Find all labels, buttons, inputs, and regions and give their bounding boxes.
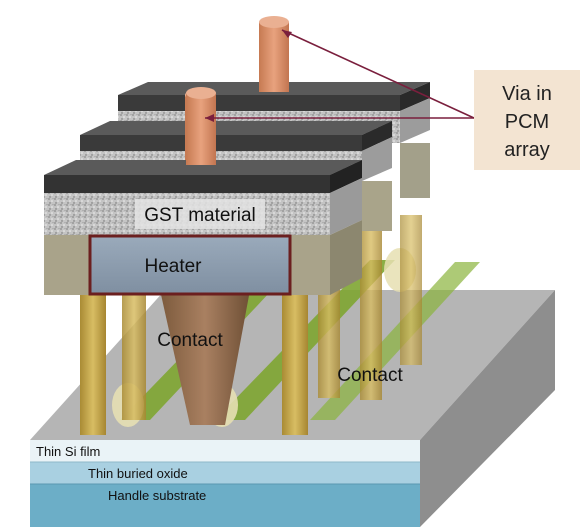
center-contact: [160, 290, 250, 425]
contact-pillar: [80, 280, 106, 435]
thin-si-film-label: Thin Si film: [36, 444, 100, 459]
gst-material-label: GST material: [144, 205, 256, 226]
heater-label: Heater: [144, 256, 202, 277]
gst-label-bg: [135, 199, 265, 229]
handle-substrate-layer: [30, 484, 420, 527]
cap-layer: [44, 175, 330, 193]
contact-pillars-front: [80, 280, 308, 435]
via-callout-box: [474, 70, 580, 170]
thin-buried-oxide-layer: [30, 462, 420, 484]
via-callout-line-2: PCM: [505, 111, 549, 133]
heater-block: [88, 234, 292, 296]
thin-si-film-layer: [30, 440, 420, 462]
handle-substrate-label: Handle substrate: [108, 488, 206, 503]
thin-buried-oxide-label: Thin buried oxide: [88, 466, 188, 481]
via-callout-line-3: array: [504, 139, 550, 161]
contact-pillar: [282, 285, 308, 435]
contact-pillar: [122, 280, 146, 420]
contact-right-label: Contact: [337, 365, 403, 386]
substrate-side-face: [420, 290, 555, 527]
contact-center-label: Contact: [157, 330, 223, 351]
via-back: [259, 16, 289, 92]
via-callout-line-1: Via in: [502, 83, 552, 105]
via-front: [186, 87, 216, 165]
via-callout-lines: [205, 29, 475, 122]
